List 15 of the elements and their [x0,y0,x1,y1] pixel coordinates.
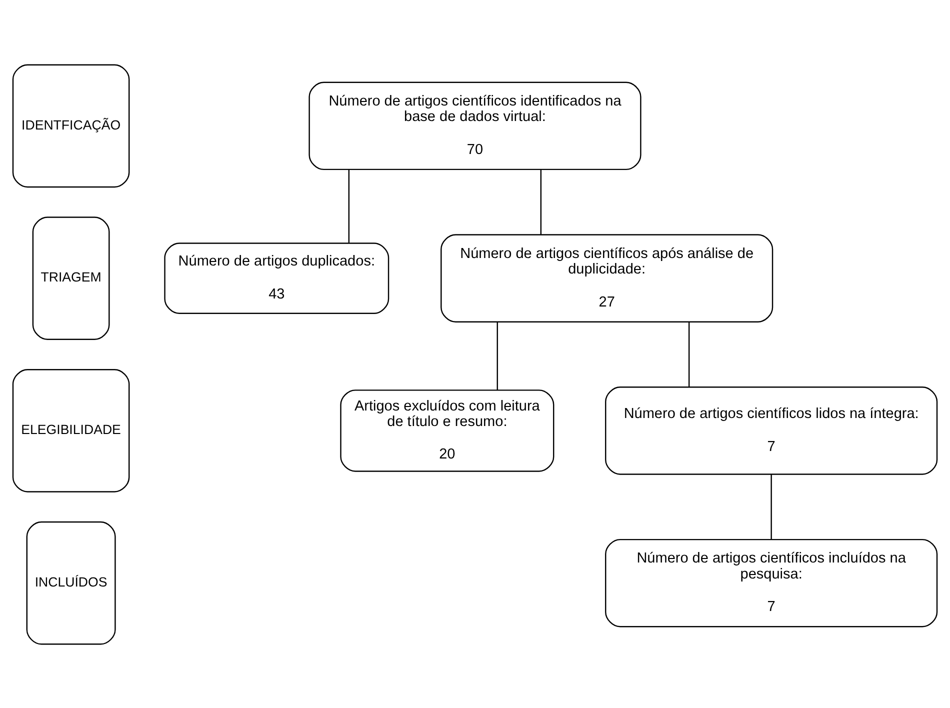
node-box: Número de artigos científicos identificados na base de dados virtual: 70 [308,81,642,170]
node-box: Número de artigos científicos lidos na íntegra: 7 [605,386,938,474]
connector [348,169,350,242]
connector [496,321,498,390]
node-box: Número de artigos científicos incluídos na pesquisa: 7 [605,538,938,627]
connector [688,321,690,387]
connector [770,474,772,539]
node-box: Número de artigos científicos após análise de duplicidade: 27 [440,234,774,322]
connector [540,169,542,234]
node-box: ELEGIBILIDADE [12,368,130,492]
node-box: Artigos excluídos com leitura de título e resumo: 20 [340,389,554,472]
node-box: IDENTFICAÇÃO [12,64,130,188]
node-box: Número de artigos duplicados: 43 [164,242,390,314]
node-box: INCLUÍDOS [26,520,116,644]
node-box: TRIAGEM [32,216,110,340]
